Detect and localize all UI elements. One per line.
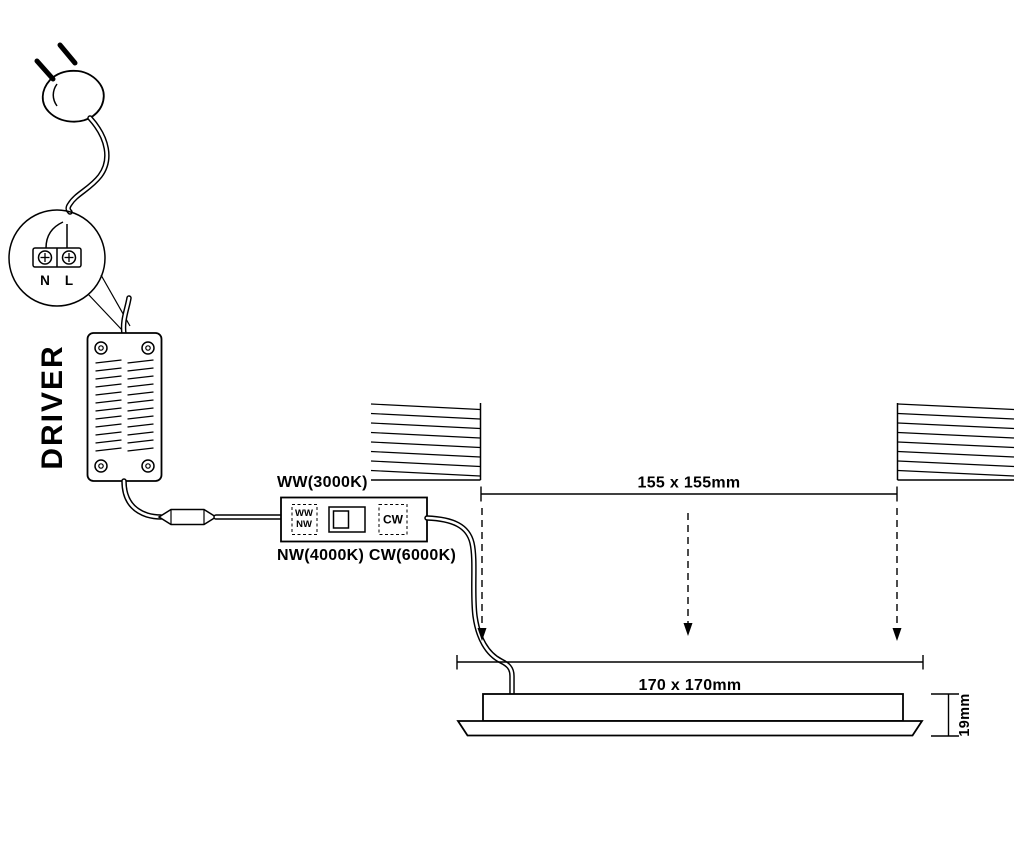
arrow-head — [683, 623, 693, 636]
insert-direction-arrows — [477, 508, 902, 641]
panel-dimension-label: 170 x 170mm — [639, 677, 742, 694]
arrow-head — [892, 628, 902, 641]
driver-unit: DRIVER — [36, 332, 163, 482]
callout-circle — [8, 209, 106, 307]
power-plug — [34, 42, 105, 123]
led-panel — [456, 693, 924, 737]
terminal-screw-l — [61, 250, 77, 265]
ceiling-section-right — [896, 403, 1015, 481]
terminal-wire-n — [45, 221, 64, 249]
cw-marking-frame — [378, 504, 408, 535]
switch-bottom-label: NW(4000K) CW(6000K) — [277, 547, 456, 564]
terminal-n-label: N — [40, 273, 50, 288]
cutout-dimension: 155 x 155mm — [480, 475, 898, 502]
terminal-screw-n — [37, 250, 53, 265]
driver-screw — [141, 341, 155, 355]
ww-nw-marking-frame — [291, 504, 318, 535]
panel-trim-flange — [456, 720, 924, 737]
plug-body-detail — [52, 83, 58, 107]
panel-body — [482, 693, 904, 722]
power-cable — [65, 115, 110, 215]
arrow-head — [477, 628, 487, 641]
driver-housing — [86, 332, 163, 482]
switch-nw-label: NW — [296, 519, 312, 530]
switch-cw-label: CW — [383, 513, 404, 527]
slide-switch-knob — [332, 510, 350, 529]
height-dimension-label: 19mm — [957, 693, 973, 736]
ceiling-section-left — [370, 403, 482, 481]
driver-screw — [94, 341, 108, 355]
cutout-dimension-label: 155 x 155mm — [638, 475, 741, 492]
switch-top-label: WW(3000K) — [277, 474, 368, 491]
cable-connector — [157, 508, 218, 526]
height-dimension: 19mm — [931, 693, 973, 737]
driver-screw — [141, 459, 155, 473]
driver-screw — [94, 459, 108, 473]
driver-fins-left — [95, 359, 122, 452]
switch-output-wire — [424, 515, 515, 697]
driver-input-wire — [120, 295, 132, 337]
driver-fins-right — [127, 359, 154, 452]
plug-pin-right — [57, 42, 78, 66]
terminal-detail-callout: N L — [8, 209, 106, 307]
driver-output-wire — [121, 478, 164, 520]
driver-label: DRIVER — [36, 344, 69, 469]
slide-switch — [328, 506, 366, 533]
switch-ww-label: WW — [295, 508, 313, 519]
terminal-l-label: L — [65, 273, 73, 288]
panel-dimension: 170 x 170mm — [456, 655, 924, 694]
plug-body — [41, 69, 105, 123]
plug-pin-left — [34, 58, 56, 82]
color-temperature-switch: WW(3000K) WW NW CW NW(4000K) CW(6000K) — [277, 474, 456, 564]
